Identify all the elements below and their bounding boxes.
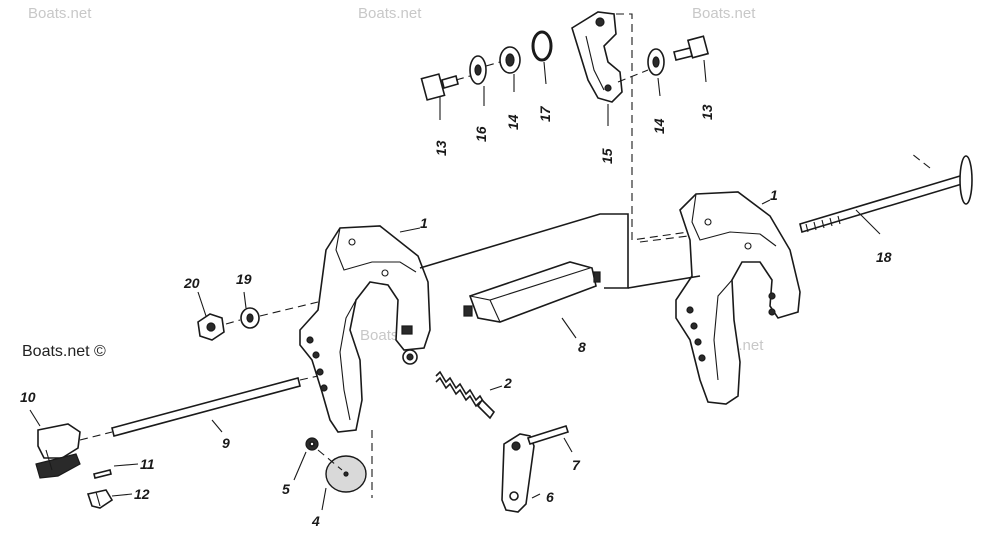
part-number-18: 18 (876, 249, 892, 265)
part-number-5: 5 (282, 481, 290, 497)
leader-lines (29, 59, 881, 511)
spring-part-2 (435, 370, 496, 420)
bolt-part-13-left (420, 73, 459, 101)
nut-part-5 (305, 437, 319, 451)
clamp-bracket-right (675, 191, 801, 405)
washer-part-14-right (647, 48, 665, 76)
part-number-16: 16 (473, 126, 489, 142)
part-number-14-right: 14 (651, 118, 667, 134)
part-number-12: 12 (134, 486, 150, 502)
tilt-rod-part-9 (79, 375, 319, 441)
part-number-19: 19 (236, 271, 252, 287)
part-number-1-right: 1 (770, 187, 778, 203)
part-number-15: 15 (599, 148, 615, 164)
part-number-7: 7 (572, 457, 581, 473)
spring-washer-part-17 (531, 30, 553, 62)
leader-dashed (639, 235, 689, 243)
leader-dashed (455, 75, 471, 81)
part-number-10: 10 (20, 389, 36, 405)
watermark: Boats.net (28, 5, 92, 22)
part-number-9: 9 (222, 435, 230, 451)
pin-part-7 (526, 425, 570, 445)
part-number-4: 4 (311, 513, 320, 529)
frame-line (419, 213, 629, 289)
clamp-bracket-left (299, 225, 431, 433)
leader-dashed (485, 61, 501, 67)
nut-part-20 (197, 313, 225, 341)
frame-line (627, 275, 701, 289)
tube-part-8 (463, 261, 601, 323)
watermark: Boats.net (358, 5, 422, 22)
bolt-part-18 (799, 153, 973, 234)
leader-dashed (317, 449, 343, 471)
leader-dashed (225, 319, 241, 325)
pin-part-11 (93, 469, 112, 479)
washer-part-14-left (499, 46, 521, 74)
part-number-1-left: 1 (420, 215, 428, 231)
part-number-2: 2 (503, 375, 512, 391)
washer-part-4 (325, 455, 367, 493)
brand-copyright: Boats.net © (22, 343, 106, 360)
leader-dashed (617, 69, 649, 83)
part-number-6: 6 (546, 489, 554, 505)
part-number-20: 20 (183, 275, 200, 291)
bolt-part-13-right (673, 35, 710, 61)
part-number-13-left: 13 (433, 140, 449, 156)
part-number-11: 11 (140, 456, 155, 472)
watermark: Boats.net (692, 5, 756, 22)
washer-part-19 (240, 307, 260, 329)
part-number-8: 8 (578, 339, 586, 355)
leader-dashed (616, 13, 689, 241)
bracket-part-15 (571, 11, 623, 103)
washer-part-16 (469, 55, 487, 85)
part-number-17: 17 (537, 105, 553, 122)
part-number-14-left: 14 (505, 114, 521, 130)
lever-part-6 (501, 433, 535, 513)
clip-part-12 (86, 489, 114, 509)
part-number-13-right: 13 (699, 104, 715, 120)
leader-dashed (259, 301, 319, 317)
handle-part-10 (35, 423, 81, 479)
